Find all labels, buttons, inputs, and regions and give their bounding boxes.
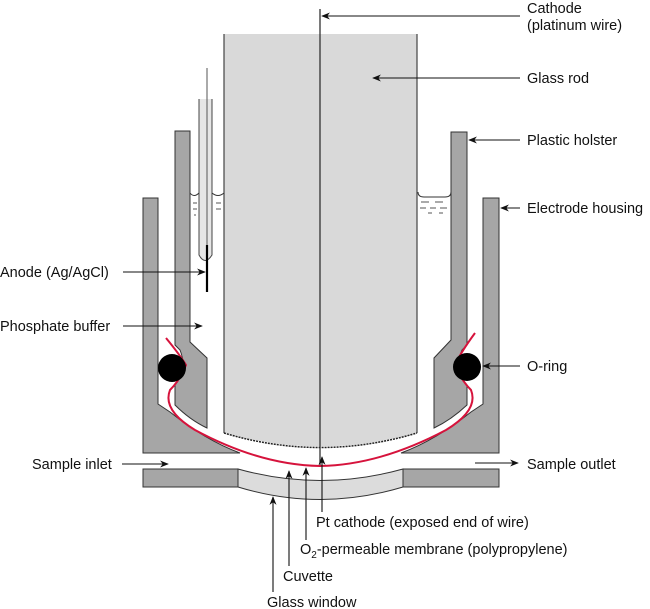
plastic-holster-left (174, 130, 208, 429)
label-pt-cathode: Pt cathode (exposed end of wire) (316, 515, 529, 531)
label-plastic-holster: Plastic holster (527, 133, 617, 149)
label-glass-rod: Glass rod (527, 71, 589, 87)
label-o-ring: O-ring (527, 359, 567, 375)
label-sample-outlet: Sample outlet (527, 457, 616, 473)
membrane-prefix: O (300, 542, 311, 558)
label-cuvette: Cuvette (283, 569, 333, 585)
label-membrane: O2-permeable membrane (polypropylene) (300, 542, 568, 561)
cuvette-plate-left (142, 468, 239, 488)
label-phosphate-buffer: Phosphate buffer (0, 319, 110, 335)
glass-window (237, 468, 404, 500)
label-glass-window: Glass window (267, 595, 357, 609)
label-electrode-housing: Electrode housing (527, 201, 643, 217)
o-ring-right (453, 353, 481, 381)
label-anode: Anode (Ag/AgCl) (0, 265, 109, 281)
membrane-subscript: 2 (311, 550, 317, 561)
label-cathode: Cathode (527, 1, 582, 17)
anode-tube (198, 99, 213, 261)
membrane-suffix: -permeable membrane (polypropylene) (317, 542, 568, 558)
o-ring-left (158, 354, 186, 382)
plastic-holster-right (433, 131, 468, 429)
cuvette-plate-right (402, 468, 500, 488)
label-sample-inlet: Sample inlet (32, 457, 112, 473)
label-cathode-sub: (platinum wire) (527, 18, 622, 34)
